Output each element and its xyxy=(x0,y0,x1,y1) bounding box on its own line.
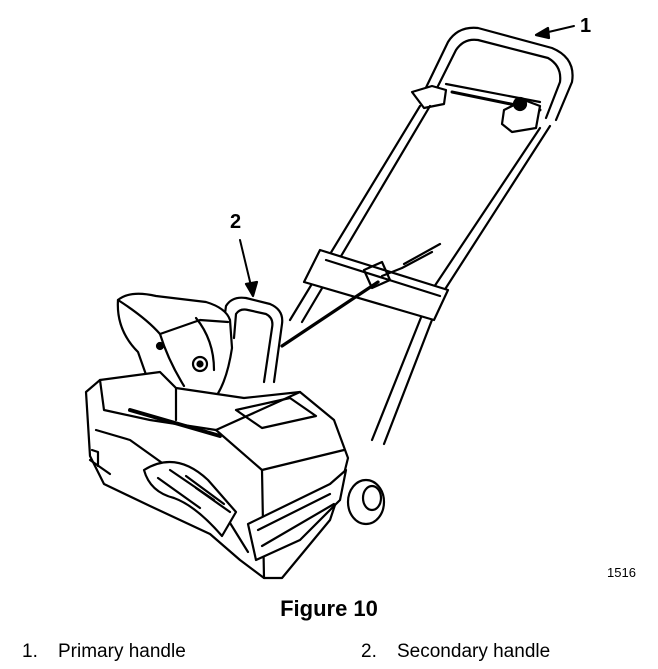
discharge-chute xyxy=(116,292,234,414)
callout-leaders xyxy=(239,25,575,298)
housing xyxy=(84,370,350,580)
leader-arrowhead-2 xyxy=(244,280,259,298)
legend-item-primary-handle: 1. Primary handle xyxy=(22,641,186,663)
secondary-handle xyxy=(220,296,284,384)
wheel xyxy=(346,478,386,526)
legend-label: Secondary handle xyxy=(397,641,551,662)
callout-number-2: 2 xyxy=(230,211,242,233)
legend-label: Primary handle xyxy=(58,641,186,662)
snow-thrower-illustration xyxy=(84,25,575,580)
figure-code: 1516 xyxy=(607,565,636,580)
figure-caption: Figure 10 xyxy=(280,596,378,621)
legend-number: 1. xyxy=(22,641,38,662)
callout-number-1: 1 xyxy=(580,15,592,37)
leader-line-2 xyxy=(239,239,253,291)
leader-arrowhead-1 xyxy=(534,26,551,40)
power-cord xyxy=(280,280,380,348)
legend-number: 2. xyxy=(361,641,377,662)
primary-handle xyxy=(410,26,574,134)
legend-item-secondary-handle: 2. Secondary handle xyxy=(361,641,550,663)
